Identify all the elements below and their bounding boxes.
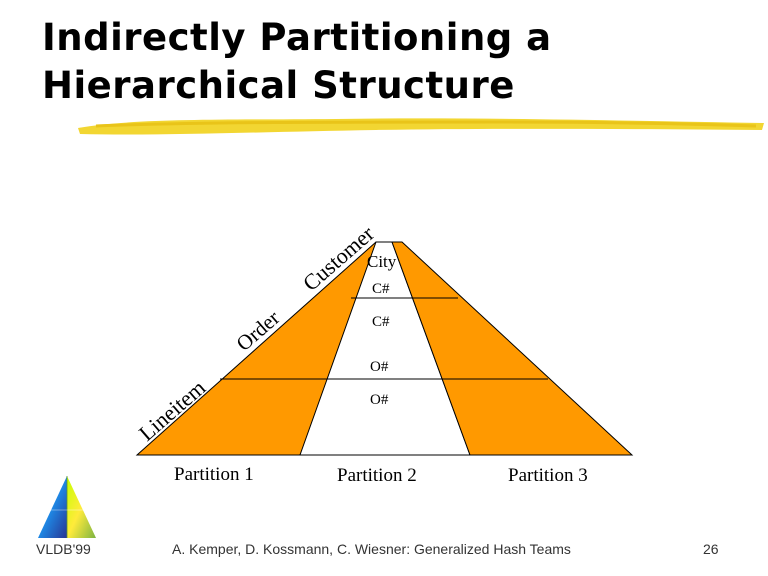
label-c-hash-2: C#: [372, 314, 390, 330]
label-city: City: [367, 252, 397, 271]
partition-label-3: Partition 3: [508, 465, 588, 486]
slide-title: Indirectly Partitioning a Hierarchical S…: [42, 14, 552, 110]
partition-3-region: [391, 241, 634, 456]
title-underline-brushstroke: [78, 118, 764, 135]
footer-page-number: 26: [703, 541, 719, 557]
vldb-pyramid-logo: [38, 476, 96, 538]
label-o-hash-1: O#: [370, 359, 389, 375]
title-line-1: Indirectly Partitioning a: [42, 16, 552, 59]
footer-venue: VLDB'99: [36, 541, 91, 557]
title-line-2: Hierarchical Structure: [42, 64, 515, 107]
label-c-hash-1: C#: [372, 281, 390, 297]
partition-label-1: Partition 1: [174, 464, 254, 485]
partition-label-2: Partition 2: [337, 465, 417, 486]
label-o-hash-2: O#: [370, 392, 389, 408]
footer-authors: A. Kemper, D. Kossmann, C. Wiesner: Gene…: [172, 541, 571, 557]
